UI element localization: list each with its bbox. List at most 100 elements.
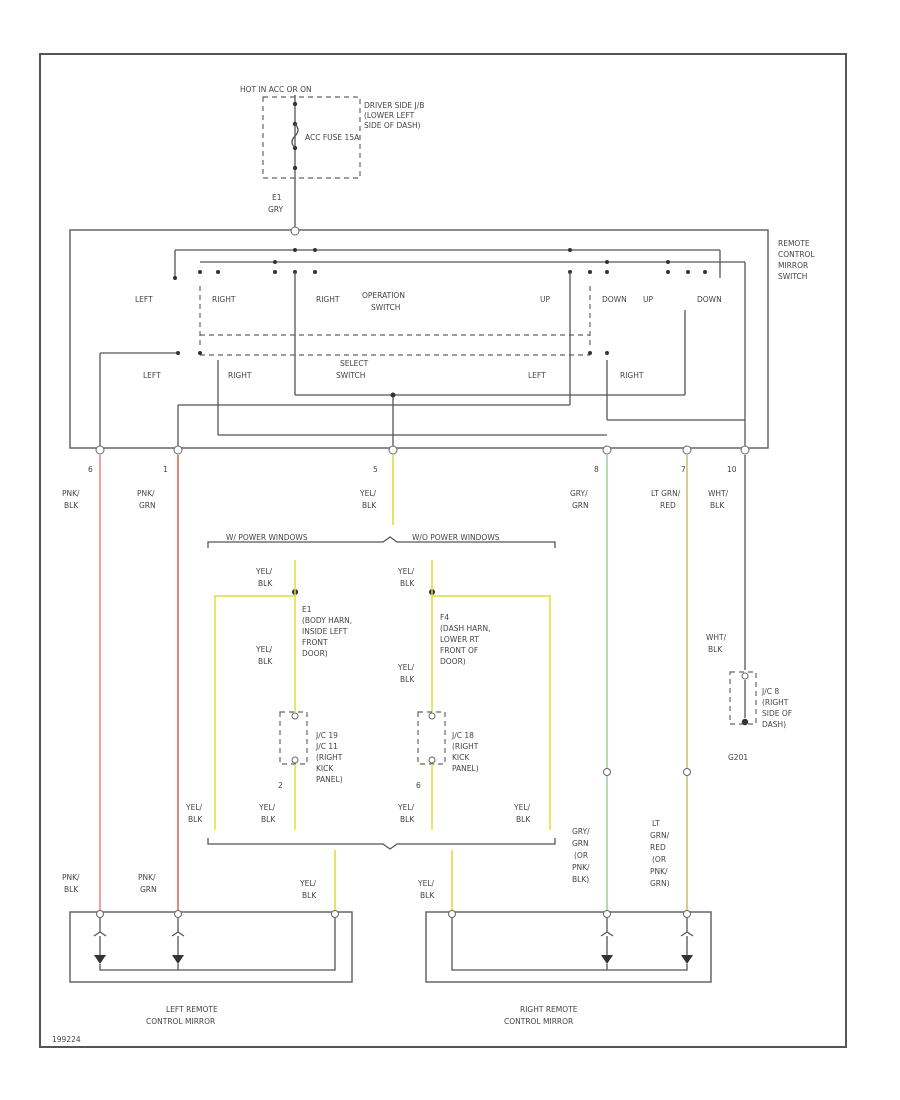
- svg-text:RIGHT REMOTE: RIGHT REMOTE: [520, 1005, 578, 1014]
- svg-text:YEL/: YEL/: [185, 803, 202, 812]
- svg-text:DOWN: DOWN: [697, 295, 722, 304]
- right-mirror-label: RIGHT REMOTE CONTROL MIRROR: [504, 1005, 578, 1026]
- svg-text:YEL/: YEL/: [397, 803, 414, 812]
- svg-text:BLK: BLK: [64, 885, 79, 894]
- right-option-wire-label-2: YEL/ BLK: [397, 663, 415, 684]
- svg-text:REMOTE: REMOTE: [778, 239, 810, 248]
- svg-text:UP: UP: [540, 295, 550, 304]
- svg-text:YEL/: YEL/: [397, 567, 414, 576]
- svg-text:ACC FUSE 15A: ACC FUSE 15A: [305, 133, 360, 142]
- svg-text:LEFT: LEFT: [528, 371, 546, 380]
- svg-text:RIGHT: RIGHT: [212, 295, 236, 304]
- svg-text:BLK: BLK: [420, 891, 435, 900]
- svg-text:RED: RED: [650, 843, 666, 852]
- svg-text:W/O POWER WINDOWS: W/O POWER WINDOWS: [412, 533, 500, 542]
- junction-jc18-pin: 6: [416, 781, 421, 790]
- svg-text:10: 10: [727, 465, 737, 474]
- ground-wire-label: WHT/ BLK: [706, 633, 727, 654]
- mirror-yel-labels: YEL/ BLK YEL/ BLK: [299, 879, 435, 900]
- pin-label-7: 7 LT GRN/ RED: [651, 465, 686, 510]
- svg-text:LEFT REMOTE: LEFT REMOTE: [166, 1005, 218, 1014]
- svg-text:BLK: BLK: [302, 891, 317, 900]
- svg-text:GRN: GRN: [572, 839, 589, 848]
- left-mirror-label: LEFT REMOTE CONTROL MIRROR: [146, 1005, 218, 1026]
- svg-text:BLK: BLK: [516, 815, 531, 824]
- svg-text:DOOR): DOOR): [440, 657, 466, 666]
- switch-contacts-top: [173, 248, 707, 280]
- svg-text:RIGHT: RIGHT: [228, 371, 252, 380]
- wire-yel-blk-right-branch: [432, 595, 551, 830]
- svg-text:LOWER RT: LOWER RT: [440, 635, 479, 644]
- svg-text:(RIGHT: (RIGHT: [316, 753, 343, 762]
- svg-text:BLK: BLK: [261, 815, 276, 824]
- fuse-block: [262, 96, 361, 179]
- svg-text:(DASH HARN,: (DASH HARN,: [440, 624, 490, 633]
- svg-text:YEL/: YEL/: [255, 567, 272, 576]
- svg-text:DRIVER SIDE J/B: DRIVER SIDE J/B: [364, 101, 424, 110]
- svg-text:YEL/: YEL/: [359, 489, 376, 498]
- option-bracket-top: [207, 536, 556, 548]
- svg-text:LT GRN/: LT GRN/: [651, 489, 681, 498]
- svg-text:FRONT OF: FRONT OF: [440, 646, 478, 655]
- splice-e1-label: E1 (BODY HARN, INSIDE LEFT FRONT DOOR): [302, 605, 352, 658]
- svg-text:(RIGHT: (RIGHT: [762, 698, 789, 707]
- ground-name: G201: [728, 753, 748, 762]
- svg-text:DASH): DASH): [762, 720, 786, 729]
- svg-text:BLK: BLK: [400, 675, 415, 684]
- svg-text:J/C 19: J/C 19: [315, 731, 338, 740]
- svg-text:PNK/: PNK/: [137, 489, 155, 498]
- svg-text:6: 6: [88, 465, 93, 474]
- junction-jc19-pin: 2: [278, 781, 283, 790]
- svg-text:WHT/: WHT/: [706, 633, 727, 642]
- pin-label-6: 6 PNK/ BLK: [62, 465, 93, 510]
- inline-connector-lt-grn: [683, 768, 691, 776]
- right-option-bottom-labels: YEL/ BLK YEL/ BLK: [397, 803, 531, 824]
- svg-text:RED: RED: [660, 501, 676, 510]
- option-bracket-bottom: [207, 838, 556, 850]
- hot-label: HOT IN ACC OR ON: [240, 85, 312, 94]
- figure-id: 199224: [52, 1035, 81, 1044]
- svg-text:(LOWER LEFT: (LOWER LEFT: [364, 111, 415, 120]
- option-labels: W/ POWER WINDOWS W/O POWER WINDOWS: [226, 533, 500, 542]
- svg-text:1: 1: [163, 465, 168, 474]
- svg-text:CONTROL: CONTROL: [778, 250, 815, 259]
- svg-text:PNK/: PNK/: [138, 873, 156, 882]
- fuse-block-hot-label: HOT IN ACC OR ON: [240, 85, 312, 94]
- pin-label-8: 8 GRY/ GRN: [570, 465, 599, 510]
- switch-left-group-labels: LEFT RIGHT RIGHT LEFT RIGHT: [135, 295, 340, 380]
- svg-text:5: 5: [373, 465, 378, 474]
- junction-jc8-label: J/C 8 (RIGHT SIDE OF DASH): [761, 687, 792, 729]
- left-mirror-motor-icons: [94, 955, 184, 964]
- svg-text:BLK: BLK: [362, 501, 377, 510]
- svg-text:BLK: BLK: [710, 501, 725, 510]
- operation-switch-label: OPERATION SWITCH: [362, 291, 405, 312]
- switch-connectors: [95, 445, 750, 455]
- svg-text:PANEL): PANEL): [452, 764, 479, 773]
- svg-text:PNK/: PNK/: [572, 863, 590, 872]
- svg-text:GRY: GRY: [268, 205, 284, 214]
- left-remote-control-mirror: [69, 911, 353, 983]
- switch-right-group-labels: UP DOWN UP DOWN LEFT RIGHT: [528, 295, 722, 380]
- svg-text:RIGHT: RIGHT: [620, 371, 644, 380]
- left-option-wire-label-2: YEL/ BLK: [255, 645, 273, 666]
- svg-text:GRN: GRN: [572, 501, 589, 510]
- svg-text:GRY/: GRY/: [570, 489, 588, 498]
- svg-text:MIRROR: MIRROR: [778, 261, 808, 270]
- svg-text:CONTROL MIRROR: CONTROL MIRROR: [146, 1017, 215, 1026]
- svg-text:GRN: GRN: [140, 885, 157, 894]
- svg-text:SELECT: SELECT: [340, 359, 369, 368]
- right-remote-control-mirror: [425, 911, 712, 983]
- left-option-wire-label: YEL/ BLK: [255, 567, 273, 588]
- svg-text:SWITCH: SWITCH: [371, 303, 400, 312]
- gry-grn-alt-label: GRY/ GRN (OR PNK/ BLK): [572, 827, 590, 884]
- switch-name: REMOTE CONTROL MIRROR SWITCH: [778, 239, 815, 281]
- svg-text:FRONT: FRONT: [302, 638, 328, 647]
- svg-text:PNK/: PNK/: [650, 867, 668, 876]
- svg-text:BLK: BLK: [64, 501, 79, 510]
- svg-text:WHT/: WHT/: [708, 489, 729, 498]
- svg-text:W/ POWER WINDOWS: W/ POWER WINDOWS: [226, 533, 308, 542]
- svg-text:BLK): BLK): [572, 875, 589, 884]
- svg-text:OPERATION: OPERATION: [362, 291, 405, 300]
- svg-text:YEL/: YEL/: [258, 803, 275, 812]
- svg-text:DOOR): DOOR): [302, 649, 328, 658]
